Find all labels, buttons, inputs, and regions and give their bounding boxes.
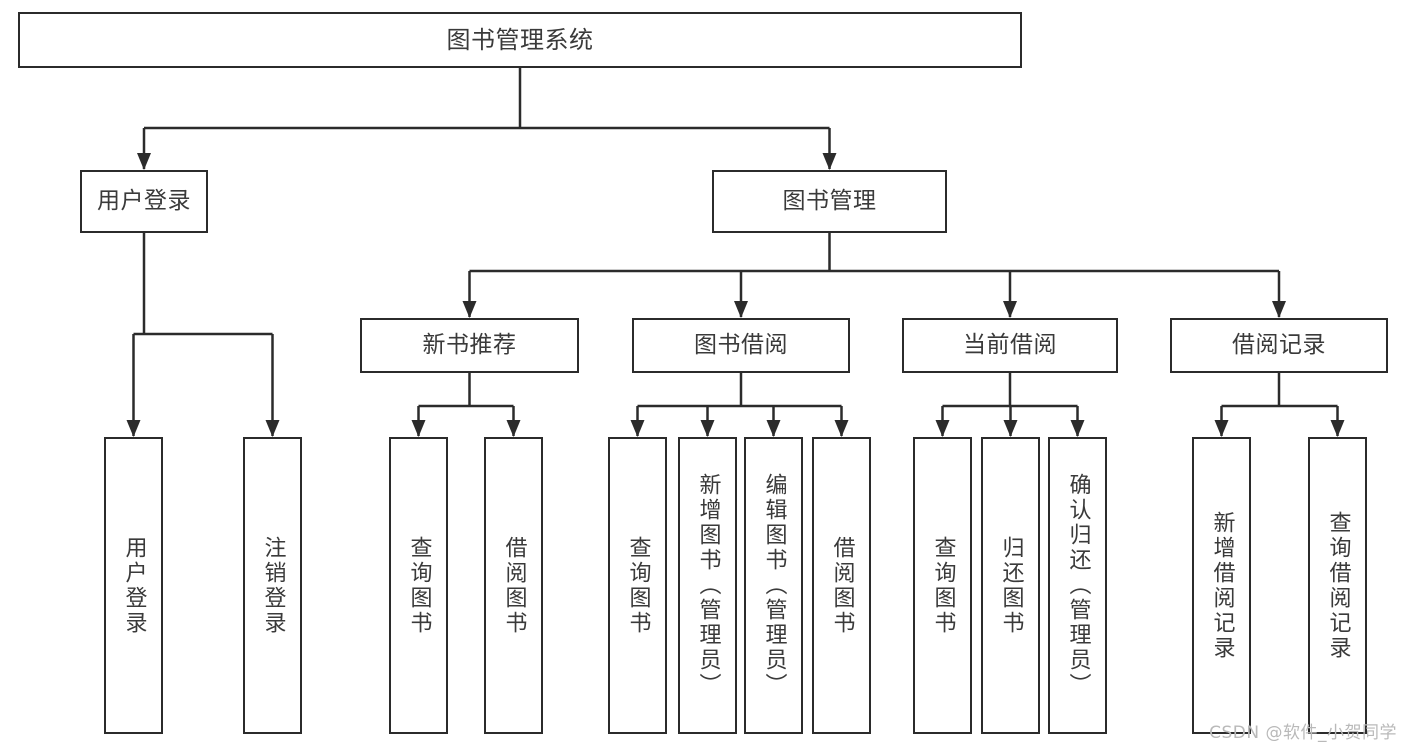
watermark-label: CSDN @软件_小贺同学 [1209,723,1397,743]
node-label: 新增借阅记录 [1209,510,1235,661]
arrow-head-user-login [137,153,151,170]
arrow-head-current-borrow [1003,301,1017,318]
arrow-head-leaf-edit-book [766,420,781,437]
node-label: 用户登录 [121,535,147,636]
node-leaf-user-login: 用户登录 [104,437,163,734]
node-current-borrow: 当前借阅 [902,318,1118,373]
arrow-head-leaf-borrow-book-2 [834,420,849,437]
node-label: 借阅图书 [829,535,855,636]
arrow-head-new-book-rec [462,301,477,318]
node-label: 新书推荐 [422,331,517,358]
arrow-head-leaf-borrow-book-1 [506,420,521,437]
node-label: 用户登录 [97,187,191,214]
node-user-login: 用户登录 [80,170,208,233]
node-leaf-add-book: 新增图书（管理员） [678,437,737,734]
node-leaf-return-book: 归还图书 [981,437,1040,734]
node-label: 查询图书 [930,535,956,636]
arrow-head-leaf-add-record [1214,420,1229,437]
node-new-book-rec: 新书推荐 [360,318,579,373]
node-leaf-edit-book: 编辑图书（管理员） [744,437,803,734]
node-leaf-query-book-3: 查询图书 [913,437,972,734]
node-label: 当前借阅 [963,331,1057,358]
arrow-head-book-borrow [734,301,748,318]
arrow-head-leaf-add-book [700,420,715,437]
node-label: 查询借阅记录 [1325,510,1351,661]
node-label: 归还图书 [998,535,1024,636]
node-label: 图书管理系统 [446,25,594,54]
node-book-manage: 图书管理 [712,170,947,233]
node-leaf-confirm-return: 确认归还（管理员） [1048,437,1107,734]
node-label: 查询图书 [406,535,432,636]
arrow-head-book-manage [822,153,837,170]
node-leaf-borrow-book-2: 借阅图书 [812,437,871,734]
node-label: 查询图书 [625,535,651,636]
node-borrow-record: 借阅记录 [1170,318,1388,373]
node-leaf-add-record: 新增借阅记录 [1192,437,1251,734]
node-leaf-query-book-1: 查询图书 [389,437,448,734]
node-label: 新增图书（管理员） [695,473,721,698]
arrow-head-leaf-query-book-3 [935,420,950,437]
arrow-head-leaf-return-book [1003,420,1018,437]
arrow-head-leaf-user-login [126,420,141,437]
node-root: 图书管理系统 [18,12,1022,68]
node-leaf-query-record: 查询借阅记录 [1308,437,1367,734]
arrow-head-leaf-query-record [1330,420,1345,437]
node-label: 图书管理 [782,187,877,214]
node-label: 注销登录 [260,535,286,636]
arrow-head-borrow-record [1272,301,1286,318]
node-label: 借阅记录 [1232,331,1326,358]
node-leaf-query-book-2: 查询图书 [608,437,667,734]
node-label: 借阅图书 [501,535,527,636]
node-leaf-logout: 注销登录 [243,437,302,734]
node-label: 图书借阅 [694,331,788,358]
node-label: 编辑图书（管理员） [761,473,787,698]
arrow-head-leaf-query-book-1 [411,420,426,437]
arrow-head-leaf-query-book-2 [630,420,645,437]
node-book-borrow: 图书借阅 [632,318,850,373]
node-leaf-borrow-book-1: 借阅图书 [484,437,543,734]
node-label: 确认归还（管理员） [1065,473,1091,698]
arrow-head-leaf-logout [265,420,280,437]
arrow-head-leaf-confirm-return [1070,420,1085,437]
